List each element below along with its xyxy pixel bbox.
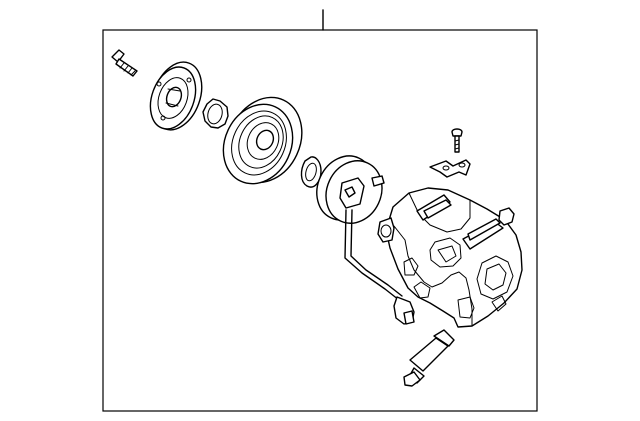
field-coil-icon xyxy=(316,155,385,224)
shim-icon xyxy=(202,98,229,129)
pulley-icon xyxy=(222,96,303,185)
compressor-icon xyxy=(377,187,523,328)
clutch-bolt-icon xyxy=(111,49,138,77)
clutch-hub-icon xyxy=(149,61,203,131)
coil-connector-icon xyxy=(344,209,415,325)
bracket-icon xyxy=(429,159,471,178)
assembly-frame xyxy=(102,29,538,412)
valve-icon xyxy=(403,329,455,387)
mount-screw-icon xyxy=(451,128,463,153)
